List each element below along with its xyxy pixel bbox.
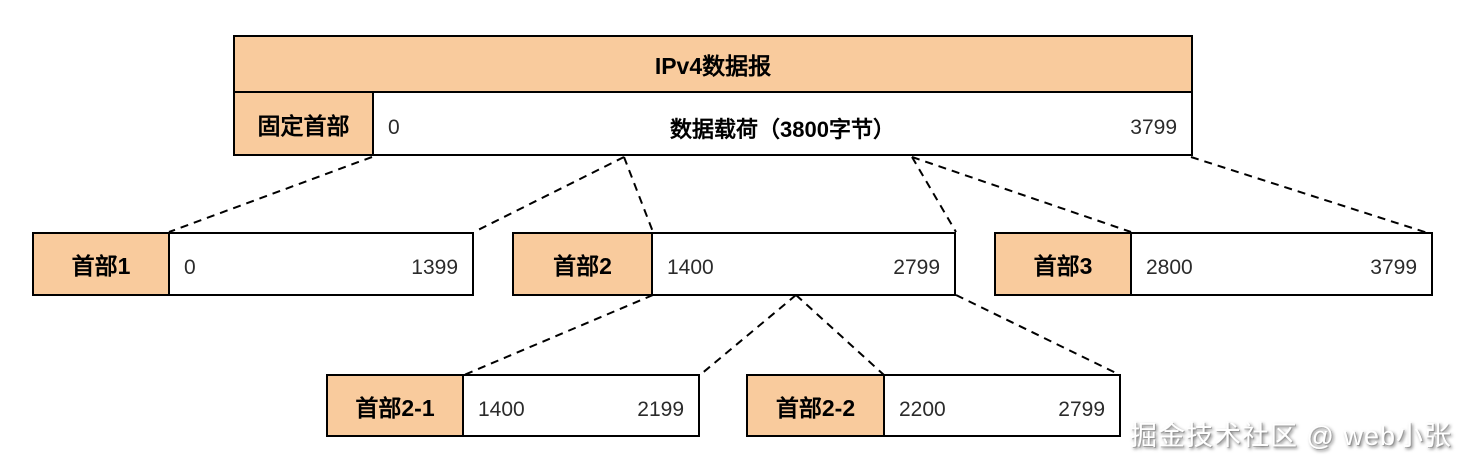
- fragment1-header-box: 首部1: [32, 232, 170, 296]
- connector-line: [795, 294, 885, 376]
- payload-box: 0 数据载荷（3800字节） 3799: [372, 91, 1193, 156]
- connector-line: [168, 156, 373, 233]
- connector-line: [473, 156, 625, 233]
- connector-line: [699, 294, 797, 376]
- fragment2-end-offset: 2799: [893, 256, 940, 279]
- fragment2-header-box: 首部2: [512, 232, 653, 296]
- connector-line: [955, 294, 1121, 376]
- datagram-title: IPv4数据报: [233, 35, 1193, 93]
- fragment3-header-box: 首部3: [994, 232, 1132, 296]
- fragment2-1-data-box: 1400 2199: [462, 374, 700, 437]
- payload-label: 数据载荷（3800字节）: [670, 116, 895, 142]
- connector-line: [911, 156, 1132, 233]
- payload-start-offset: 0: [388, 115, 400, 139]
- fragment2-start-offset: 1400: [667, 256, 714, 279]
- fragment2-2-start-offset: 2200: [899, 397, 946, 421]
- fragment1-start-offset: 0: [184, 256, 196, 279]
- fragment2-2-data-box: 2200 2799: [883, 374, 1121, 437]
- fragment2-2-end-offset: 2799: [1058, 397, 1105, 421]
- fragment1-data-box: 0 1399: [168, 232, 474, 296]
- fragment2-2-header-box: 首部2-2: [746, 374, 885, 437]
- fragment2-1-header-box: 首部2-1: [326, 374, 464, 437]
- connector-line: [623, 156, 654, 233]
- fragment2-1-start-offset: 1400: [478, 397, 525, 421]
- fragment2-data-box: 1400 2799: [651, 232, 956, 296]
- fragment3-start-offset: 2800: [1146, 256, 1193, 279]
- fragment1-end-offset: 1399: [411, 256, 458, 279]
- fragment3-end-offset: 3799: [1370, 256, 1417, 279]
- connector-line: [911, 156, 957, 233]
- payload-end-offset: 3799: [1130, 115, 1177, 139]
- watermark: 掘金技术社区 @ web小张: [1130, 421, 1452, 451]
- fragment3-data-box: 2800 3799: [1130, 232, 1433, 296]
- connector-line: [463, 294, 654, 376]
- fragment2-1-end-offset: 2199: [637, 397, 684, 421]
- connector-line: [1190, 156, 1432, 235]
- fixed-header-box: 固定首部: [233, 91, 374, 156]
